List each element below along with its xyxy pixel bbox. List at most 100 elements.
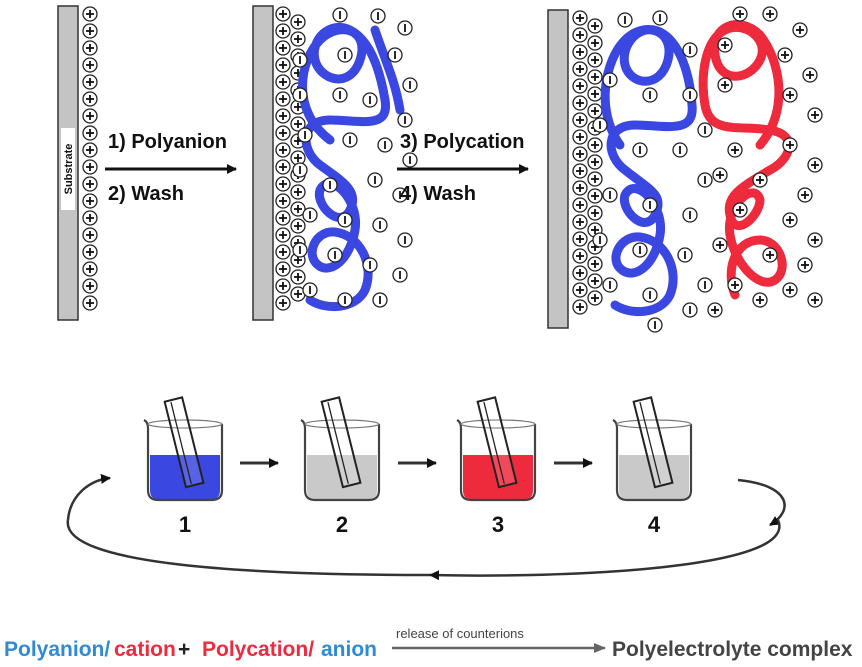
cation-marker [712,237,728,253]
cation-marker [290,201,306,217]
beaker-number: 2 [336,512,348,537]
anion-marker [642,87,658,103]
cation-marker [797,257,813,273]
cation-marker [275,210,291,226]
cation-marker [572,10,588,26]
anion-marker [592,117,608,133]
cation-marker [587,52,603,68]
cation-marker [587,290,603,306]
cation-marker [275,244,291,260]
anion-marker [697,277,713,293]
beaker-number: 4 [648,512,661,537]
cation-marker [572,129,588,145]
cation-marker [587,86,603,102]
cation-marker [572,282,588,298]
anion-marker [592,232,608,248]
cation-marker [275,6,291,22]
anion-marker [362,92,378,108]
cation-marker [82,176,98,192]
cation-marker [807,157,823,173]
cation-marker [572,95,588,111]
substrate-label: Substrate [63,144,75,195]
step-b: 3) Polycation 4) Wash [397,131,529,205]
anion-marker [292,52,308,68]
cation-marker [782,137,798,153]
anion-marker [387,47,403,63]
cation-marker [275,295,291,311]
cation-marker [572,163,588,179]
cation-marker [82,193,98,209]
beaker-2: 2 [300,396,381,537]
anion-marker [332,7,348,23]
beaker-number: 3 [492,512,504,537]
cation-marker [587,69,603,85]
equation: Polyanion/ cation + Polycation/ anion re… [4,626,853,661]
cation-marker [290,218,306,234]
equation-plus: + [178,638,190,661]
cation-marker [587,18,603,34]
cation-marker [82,159,98,175]
cation-marker [572,299,588,315]
cation-marker [807,232,823,248]
anion-marker [302,282,318,298]
anion-marker [292,87,308,103]
step-a-line2: 2) Wash [108,183,184,205]
cation-marker [807,107,823,123]
cation-marker [82,57,98,73]
cation-marker [275,159,291,175]
cation-marker [82,108,98,124]
anion-marker [397,112,413,128]
cation-marker [572,78,588,94]
cycle-arrow [66,473,786,581]
anion-marker [652,10,668,26]
anion-marker [647,317,663,333]
anion-marker [372,217,388,233]
cation-marker [717,77,733,93]
anion-marker [367,172,383,188]
cation-marker [275,108,291,124]
cation-marker [572,61,588,77]
cation-marker [752,172,768,188]
cation-marker [290,269,306,285]
substrate-panel-2 [252,5,418,321]
anion-marker [342,132,358,148]
cation-marker [275,227,291,243]
cation-marker [572,27,588,43]
cation-marker [587,171,603,187]
cation-marker [777,47,793,63]
cation-marker [82,23,98,39]
cation-marker [275,142,291,158]
anion-marker [642,287,658,303]
cation-marker [82,210,98,226]
cation-marker [707,302,723,318]
anion-marker [697,172,713,188]
cation-marker [290,184,306,200]
polyanion-chain-1 [298,22,390,312]
anion-marker [602,277,618,293]
cation-marker [732,6,748,22]
cation-marker [752,292,768,308]
cation-marker [717,37,733,53]
cation-column-1 [82,6,98,311]
cation-marker [82,295,98,311]
substrate-panel-3 [547,6,823,333]
anion-marker [372,292,388,308]
anion-marker [362,257,378,273]
cation-marker [275,74,291,90]
cation-marker [587,154,603,170]
anion-marker [682,42,698,58]
substrate-panel-1: Substrate [57,5,98,321]
cation-marker [802,67,818,83]
cation-marker [782,87,798,103]
anion-cloud-2 [292,7,418,308]
polycation-chain [698,20,794,300]
cation-marker [572,180,588,196]
anion-marker [302,207,318,223]
cation-marker [587,256,603,272]
step-a: 1) Polyanion 2) Wash [105,131,237,205]
cation-marker [82,74,98,90]
cation-marker [572,231,588,247]
cation-marker [587,188,603,204]
cation-marker [587,137,603,153]
